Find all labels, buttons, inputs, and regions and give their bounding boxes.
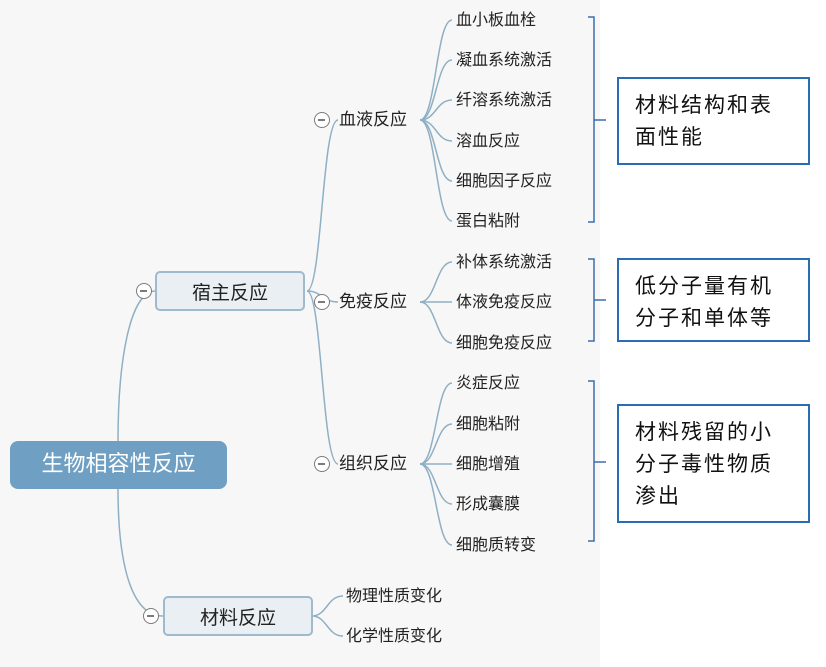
collapse-toggle-tissue[interactable] — [314, 456, 330, 472]
node-material-reaction[interactable]: 材料反应 — [163, 596, 313, 636]
link-root-host — [117, 290, 156, 442]
node-host-reaction[interactable]: 宿主反应 — [155, 271, 305, 311]
link-host-tissue — [306, 290, 339, 465]
leaf-node[interactable]: 蛋白粘附 — [456, 211, 521, 230]
leaf-node[interactable]: 血小板血栓 — [456, 10, 537, 29]
leaf-node[interactable]: 溶血反应 — [456, 131, 521, 150]
node-blood-reaction[interactable]: 血液反应 — [339, 110, 407, 130]
leaf-node[interactable]: 形成囊膜 — [456, 494, 521, 513]
note-box-blood: 材料结构和表面性能 — [617, 77, 810, 165]
collapse-toggle-blood[interactable] — [314, 112, 330, 128]
link-host-blood — [306, 119, 339, 292]
note-box-immune: 低分子量有机分子和单体等 — [617, 258, 810, 342]
leaf-node[interactable]: 物理性质变化 — [346, 586, 443, 605]
leaf-node[interactable]: 细胞增殖 — [456, 454, 521, 473]
root-node[interactable]: 生物相容性反应 — [10, 441, 227, 489]
node-tissue-reaction[interactable]: 组织反应 — [339, 454, 407, 474]
node-immune-reaction[interactable]: 免疫反应 — [339, 292, 407, 312]
leaf-node[interactable]: 细胞质转变 — [456, 535, 537, 554]
bracket-tissue — [588, 380, 606, 542]
leaf-node[interactable]: 纤溶系统激活 — [456, 90, 553, 109]
collapse-toggle-host[interactable] — [136, 283, 152, 299]
mindmap-canvas — [0, 0, 600, 667]
leaf-node[interactable]: 细胞因子反应 — [456, 171, 553, 190]
leaf-node[interactable]: 细胞免疫反应 — [456, 333, 553, 352]
leaf-node[interactable]: 化学性质变化 — [346, 626, 443, 645]
collapse-toggle-material[interactable] — [143, 608, 159, 624]
link-root-material — [117, 488, 164, 617]
collapse-toggle-immune[interactable] — [314, 294, 330, 310]
leaf-node[interactable]: 炎症反应 — [456, 373, 521, 392]
leaf-node[interactable]: 补体系统激活 — [456, 252, 553, 271]
leaf-node[interactable]: 细胞粘附 — [456, 414, 521, 433]
leaf-node[interactable]: 体液免疫反应 — [456, 292, 553, 311]
note-box-tissue: 材料残留的小分子毒性物质渗出 — [617, 404, 810, 523]
leaf-node[interactable]: 凝血系统激活 — [456, 50, 553, 69]
bracket-immune — [588, 258, 606, 342]
bracket-blood — [588, 16, 606, 223]
